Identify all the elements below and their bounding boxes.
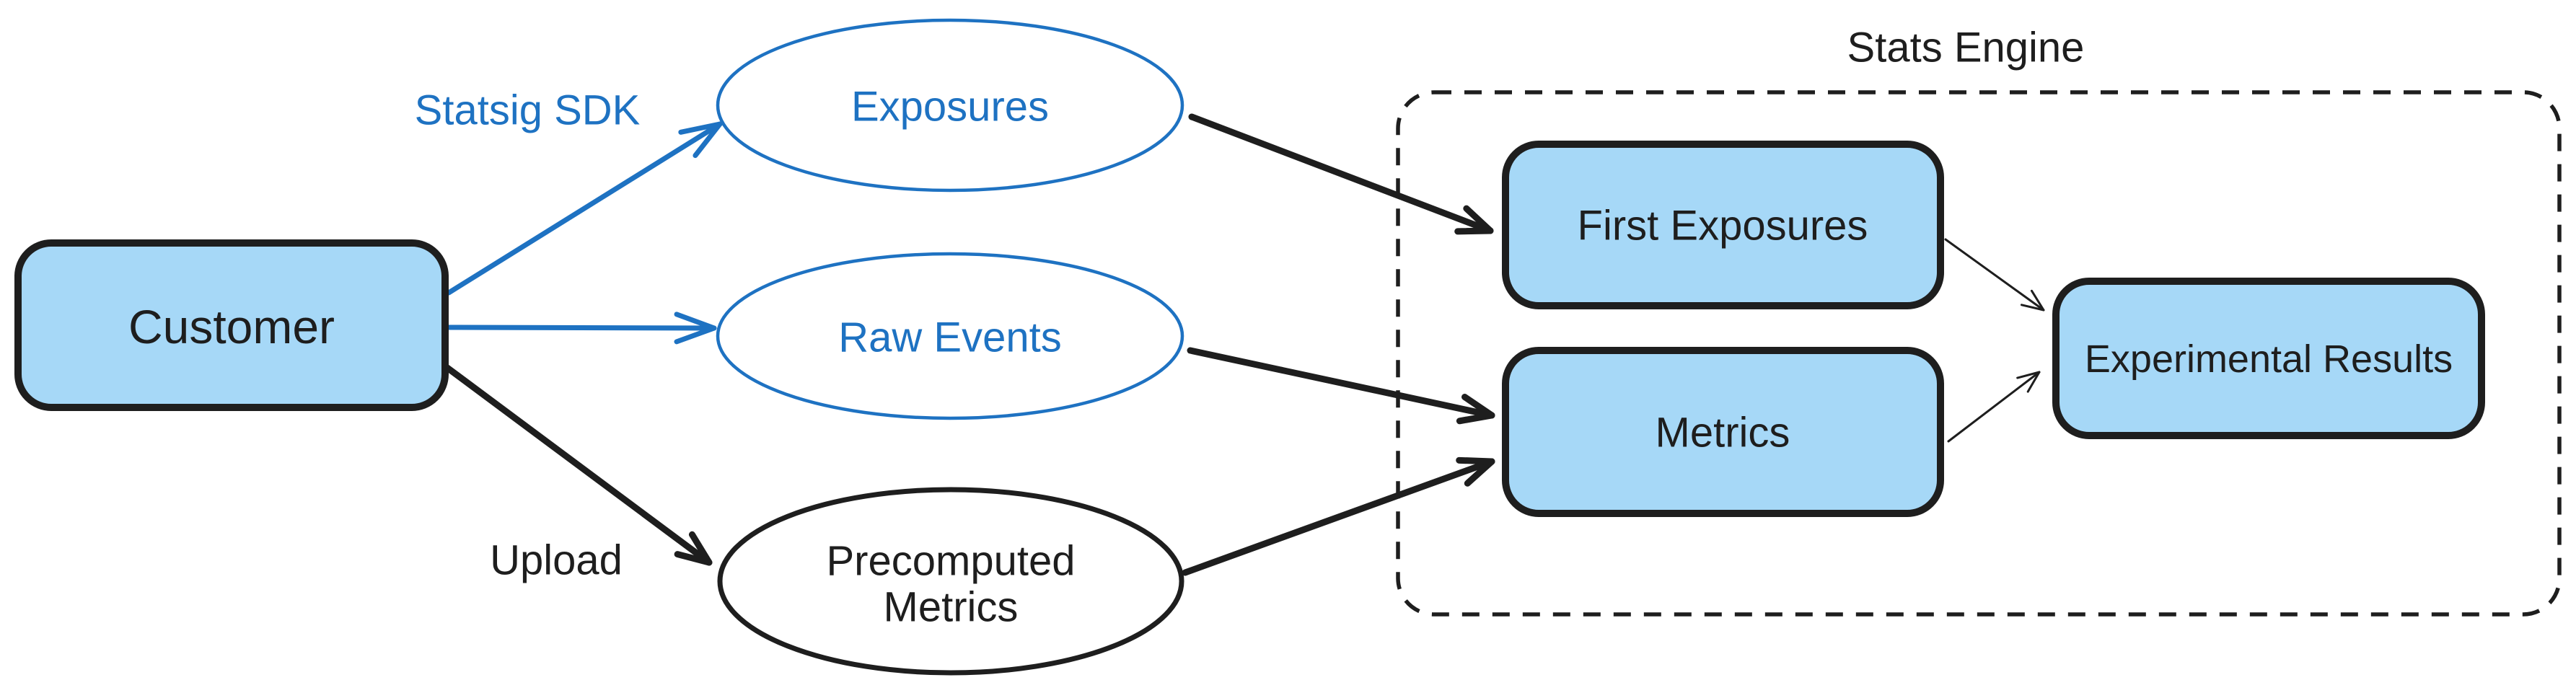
- edge-customer-precomputed-metrics: [444, 364, 713, 566]
- customer-label: Customer: [128, 300, 335, 353]
- upload-edge-label: Upload: [490, 537, 623, 584]
- stats-engine-group-title: Stats Engine: [1847, 25, 2085, 71]
- precomputed-metrics-node: [717, 487, 1184, 676]
- customer-node: [14, 239, 449, 411]
- stats-engine-group-border: [1396, 90, 2562, 617]
- edge-metrics-experimental-results: [1947, 371, 2041, 443]
- edge-exposures-first-exposures: [1188, 113, 1494, 235]
- metrics-node: [1502, 347, 1944, 517]
- experimental-results-label: Experimental Results: [2085, 337, 2453, 381]
- edge-customer-exposures: [446, 121, 723, 296]
- statsig-sdk-edge-label: Statsig SDK: [415, 87, 641, 134]
- experimental-results-node: [2052, 278, 2485, 439]
- precomputed-metrics-label-line1: Precomputed: [827, 538, 1076, 585]
- precomputed-metrics-label-line2: Metrics: [884, 584, 1019, 631]
- edge-first-exposures-experimental-results: [1944, 238, 2045, 312]
- edge-raw-events-metrics: [1187, 347, 1495, 425]
- edge-customer-raw-events: [443, 312, 717, 345]
- raw-events-label: Raw Events: [838, 314, 1061, 361]
- exposures-node: [716, 18, 1184, 193]
- metrics-label: Metrics: [1656, 410, 1790, 456]
- first-exposures-node: [1502, 141, 1944, 309]
- exposures-label: Exposures: [851, 84, 1049, 131]
- first-exposures-label: First Exposures: [1578, 203, 1868, 250]
- edge-precomputed-metrics-metrics: [1182, 456, 1495, 576]
- raw-events-node: [716, 252, 1184, 420]
